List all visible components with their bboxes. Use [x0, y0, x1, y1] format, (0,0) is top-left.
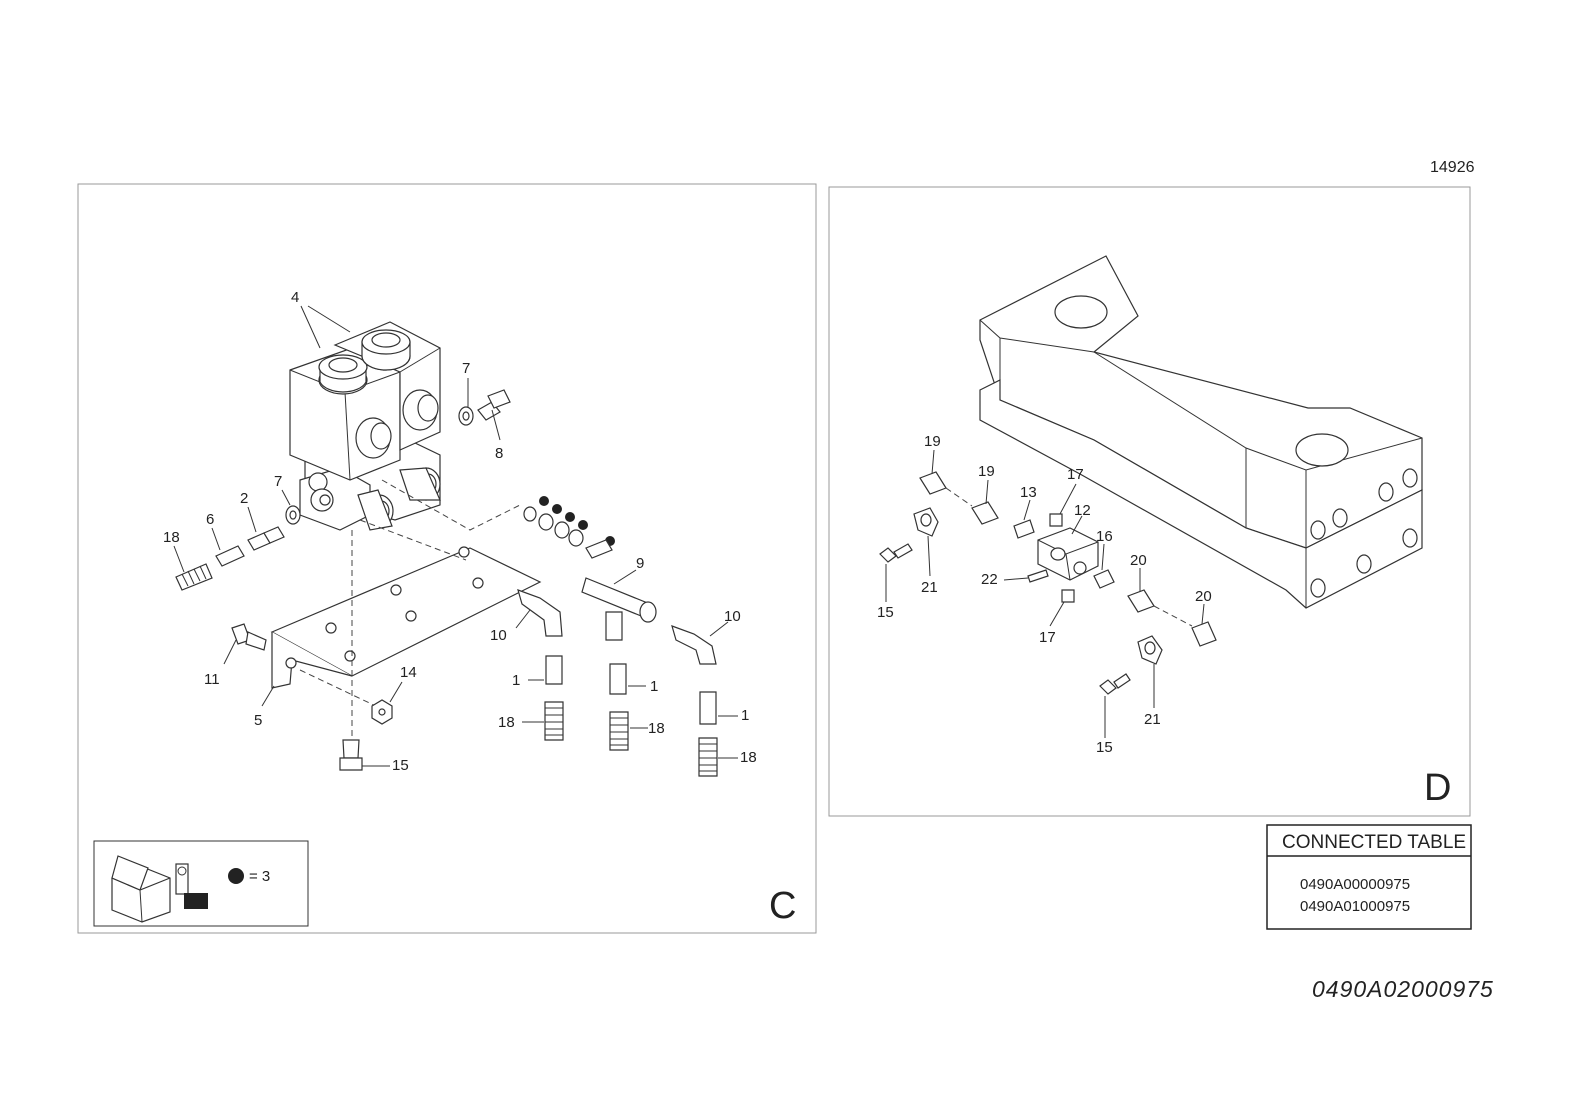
- hardware-dot-icon: [228, 868, 244, 884]
- legend-quantity: = 3: [249, 868, 270, 885]
- mounting-bracket: [270, 546, 542, 689]
- connected-table-title: CONNECTED TABLE: [1282, 832, 1466, 853]
- callout-c-5: 5: [254, 712, 262, 729]
- panel-c-frame: [77, 183, 817, 934]
- callout-d-22: 22: [981, 571, 998, 588]
- callout-c-11: 11: [204, 671, 220, 688]
- callout-d-15-left: 15: [877, 604, 894, 621]
- callout-d-20-left: 20: [1130, 552, 1147, 569]
- valve-assembly: [289, 321, 441, 531]
- callout-c-14: 14: [400, 664, 417, 681]
- callout-c-18-right: 18: [740, 749, 757, 766]
- callout-c-10-right: 10: [724, 608, 741, 625]
- panel-d-leaders: [885, 449, 1205, 738]
- callout-d-12: 12: [1074, 502, 1091, 519]
- callout-d-21-right: 21: [1144, 711, 1161, 728]
- callout-c-7-upper: 7: [462, 360, 470, 377]
- panel-d-frame: [828, 186, 1471, 817]
- panel-c-legend: = 3: [93, 840, 309, 927]
- callout-d-15-right: 15: [1096, 739, 1113, 756]
- callout-c-1-left: 1: [512, 672, 520, 689]
- callout-c-8: 8: [495, 445, 503, 462]
- fittings-left: [175, 389, 511, 771]
- callout-c-6: 6: [206, 511, 214, 528]
- callout-c-9: 9: [636, 555, 644, 572]
- connected-table-item: 0490A01000975: [1300, 898, 1410, 915]
- parts-kit-icon: [111, 855, 208, 923]
- callout-d-17-top: 17: [1067, 466, 1084, 483]
- callout-c-18-left-col: 18: [498, 714, 515, 731]
- callout-c-10-left: 10: [490, 627, 507, 644]
- panel-d-letter: D: [1424, 767, 1451, 809]
- panel-c-letter: C: [769, 885, 796, 927]
- crossmember: [979, 255, 1423, 609]
- callout-c-18-middle: 18: [648, 720, 665, 737]
- reference-number: 14926: [1430, 159, 1475, 176]
- callout-c-2: 2: [240, 490, 248, 507]
- callout-c-15: 15: [392, 757, 409, 774]
- callout-c-18-left: 18: [163, 529, 180, 546]
- connected-table: CONNECTED TABLE 0490A00000975 0490A01000…: [1266, 824, 1472, 930]
- panel-d-fittings: [879, 471, 1217, 695]
- callout-c-4: 4: [291, 289, 299, 306]
- callout-d-13: 13: [1020, 484, 1037, 501]
- fittings-right: [517, 496, 718, 777]
- spring-18-left: [175, 563, 213, 591]
- callout-d-16: 16: [1096, 528, 1113, 545]
- drawing-number: 0490A02000975: [1312, 976, 1494, 1002]
- callout-d-17-bottom: 17: [1039, 629, 1056, 646]
- callout-c-1-middle: 1: [650, 678, 658, 695]
- callout-d-21-left: 21: [921, 579, 938, 596]
- callout-d-19-right: 19: [978, 463, 995, 480]
- callout-d-19-left: 19: [924, 433, 941, 450]
- callout-c-1-right: 1: [741, 707, 749, 724]
- callout-d-20-right: 20: [1195, 588, 1212, 605]
- connected-table-item: 0490A00000975: [1300, 876, 1410, 893]
- callout-c-7-lower: 7: [274, 473, 282, 490]
- panel-c-leaders: [173, 305, 738, 767]
